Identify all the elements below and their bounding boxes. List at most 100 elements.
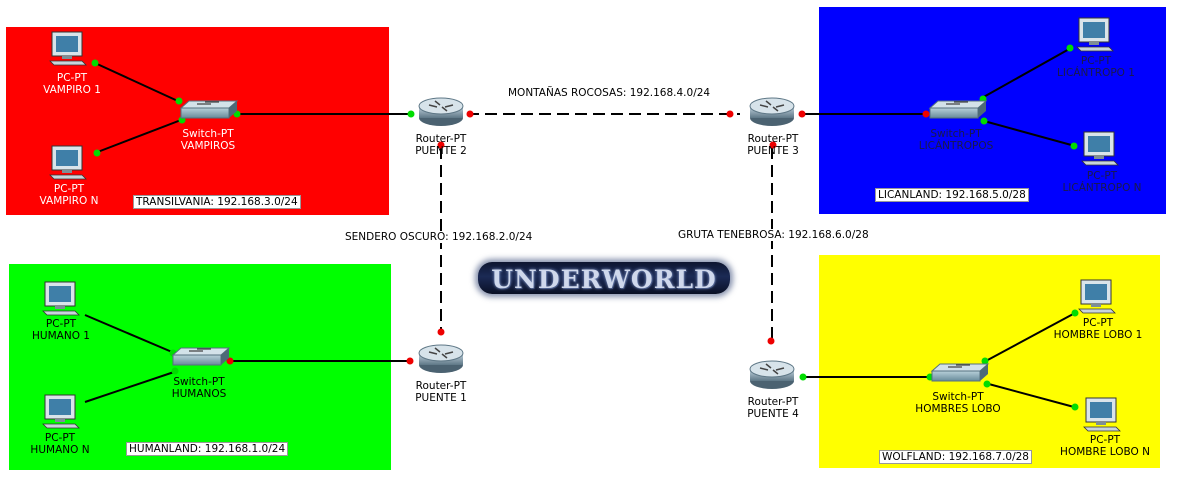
device-type: Switch-PT [173,376,225,388]
network-label-sendero-oscuro: SENDERO OSCURO: 192.168.2.0/24 [345,231,533,243]
device-name: PUENTE 1 [415,392,467,404]
logo-text: UNDERWORLD [491,265,717,294]
port-up-dot [1071,309,1079,317]
device-name: HUMANO 1 [32,330,90,342]
device-type: PC-PT [45,318,77,330]
link-switch-licantropon [983,120,1076,147]
port-indicators [91,44,1079,411]
port-down-dot [437,141,445,149]
router-puente-3-icon[interactable] [749,97,795,126]
device-type: PC-PT [1089,434,1121,446]
device-type: Switch-PT [932,391,984,403]
port-down-dot [798,110,806,118]
device-name: LICÁNTROPO N [1062,182,1142,194]
port-down-dot [437,328,445,336]
port-down-dot [922,110,930,118]
device-type: Router-PT [747,396,799,408]
switch-vampiros-icon[interactable] [179,100,239,119]
port-up-dot [171,367,179,375]
port-down-dot [406,357,414,365]
link-switch-hombrelobo1 [983,312,1076,363]
port-up-dot [799,373,807,381]
links [84,47,1076,408]
link-switch-licantropo1 [979,47,1072,100]
router-puente-1-icon[interactable] [418,344,464,373]
port-up-dot [1071,403,1079,411]
device-name: LICÁNTROPO 1 [1057,67,1135,79]
network-label-montanas-rocosas: MONTAÑAS ROCOSAS: 192.168.4.0/24 [508,87,711,99]
network-label-humanland: HUMANLAND: 192.168.1.0/24 [126,442,289,456]
switch-humanos-icon[interactable] [171,347,231,366]
port-down-dot [226,357,234,365]
link-humano1-switch [84,314,173,353]
pc-vampiro-1-icon[interactable] [49,31,87,66]
port-down-dot [466,110,474,118]
pc-vampiro-n-icon[interactable] [49,145,87,180]
port-up-dot [980,117,988,125]
link-vampiro1-switch [94,62,181,103]
network-label-transilvania: TRANSILVANIA: 192.168.3.0/24 [133,195,301,209]
port-up-dot [407,110,415,118]
link-humanon-switch [84,371,175,403]
device-type: Router-PT [415,380,467,392]
port-up-dot [175,97,183,105]
underworld-logo: UNDERWORLD [478,262,730,294]
port-down-dot [767,337,775,345]
port-up-dot [1070,142,1078,150]
pc-licantropo-1-icon[interactable] [1076,17,1114,52]
pc-humano-1-icon[interactable] [42,281,80,316]
pc-hombre-lobo-n-icon[interactable] [1083,397,1121,432]
device-name: VAMPIRO 1 [43,84,101,96]
port-down-dot [726,110,734,118]
device-type: PC-PT [1086,170,1118,182]
link-switch-hombrelobon [984,382,1075,408]
device-type: Switch-PT [930,128,982,140]
link-vampiron-switch [94,119,182,154]
switch-licantropos-icon[interactable] [928,100,988,119]
device-name: HOMBRES LOBO [915,403,1001,415]
device-name: LICÁNTROPOS [918,140,994,152]
port-up-dot [93,149,101,157]
pc-licantropo-n-icon[interactable] [1081,131,1119,166]
router-puente-2-icon[interactable] [418,97,464,126]
device-type: PC-PT [1082,317,1114,329]
device-name: HUMANO N [30,444,90,456]
device-name: HUMANOS [171,388,227,400]
port-up-dot [981,357,989,365]
switch-hombres-lobo-icon[interactable] [930,363,990,382]
device-type: Router-PT [415,133,467,145]
device-name: HOMBRE LOBO 1 [1053,329,1143,341]
router-puente-4-icon[interactable] [749,360,795,389]
pc-humano-n-icon[interactable] [42,394,80,429]
device-name: PUENTE 2 [415,145,467,157]
device-name: HOMBRE LOBO N [1060,446,1150,458]
pc-hombre-lobo-1-icon[interactable] [1078,279,1116,314]
port-up-dot [1066,44,1074,52]
network-label-licanland: LICANLAND: 192.168.5.0/28 [875,188,1029,202]
device-type: PC-PT [1080,55,1112,67]
device-name: VAMPIROS [180,140,236,152]
port-down-dot [769,141,777,149]
port-up-dot [91,59,99,67]
device-name: PUENTE 4 [747,408,799,420]
network-label-gruta-tenebrosa: GRUTA TENEBROSA: 192.168.6.0/28 [678,229,869,241]
device-type: Switch-PT [182,128,234,140]
port-up-dot [983,380,991,388]
device-name: PUENTE 3 [747,145,799,157]
device-type: Router-PT [747,133,799,145]
